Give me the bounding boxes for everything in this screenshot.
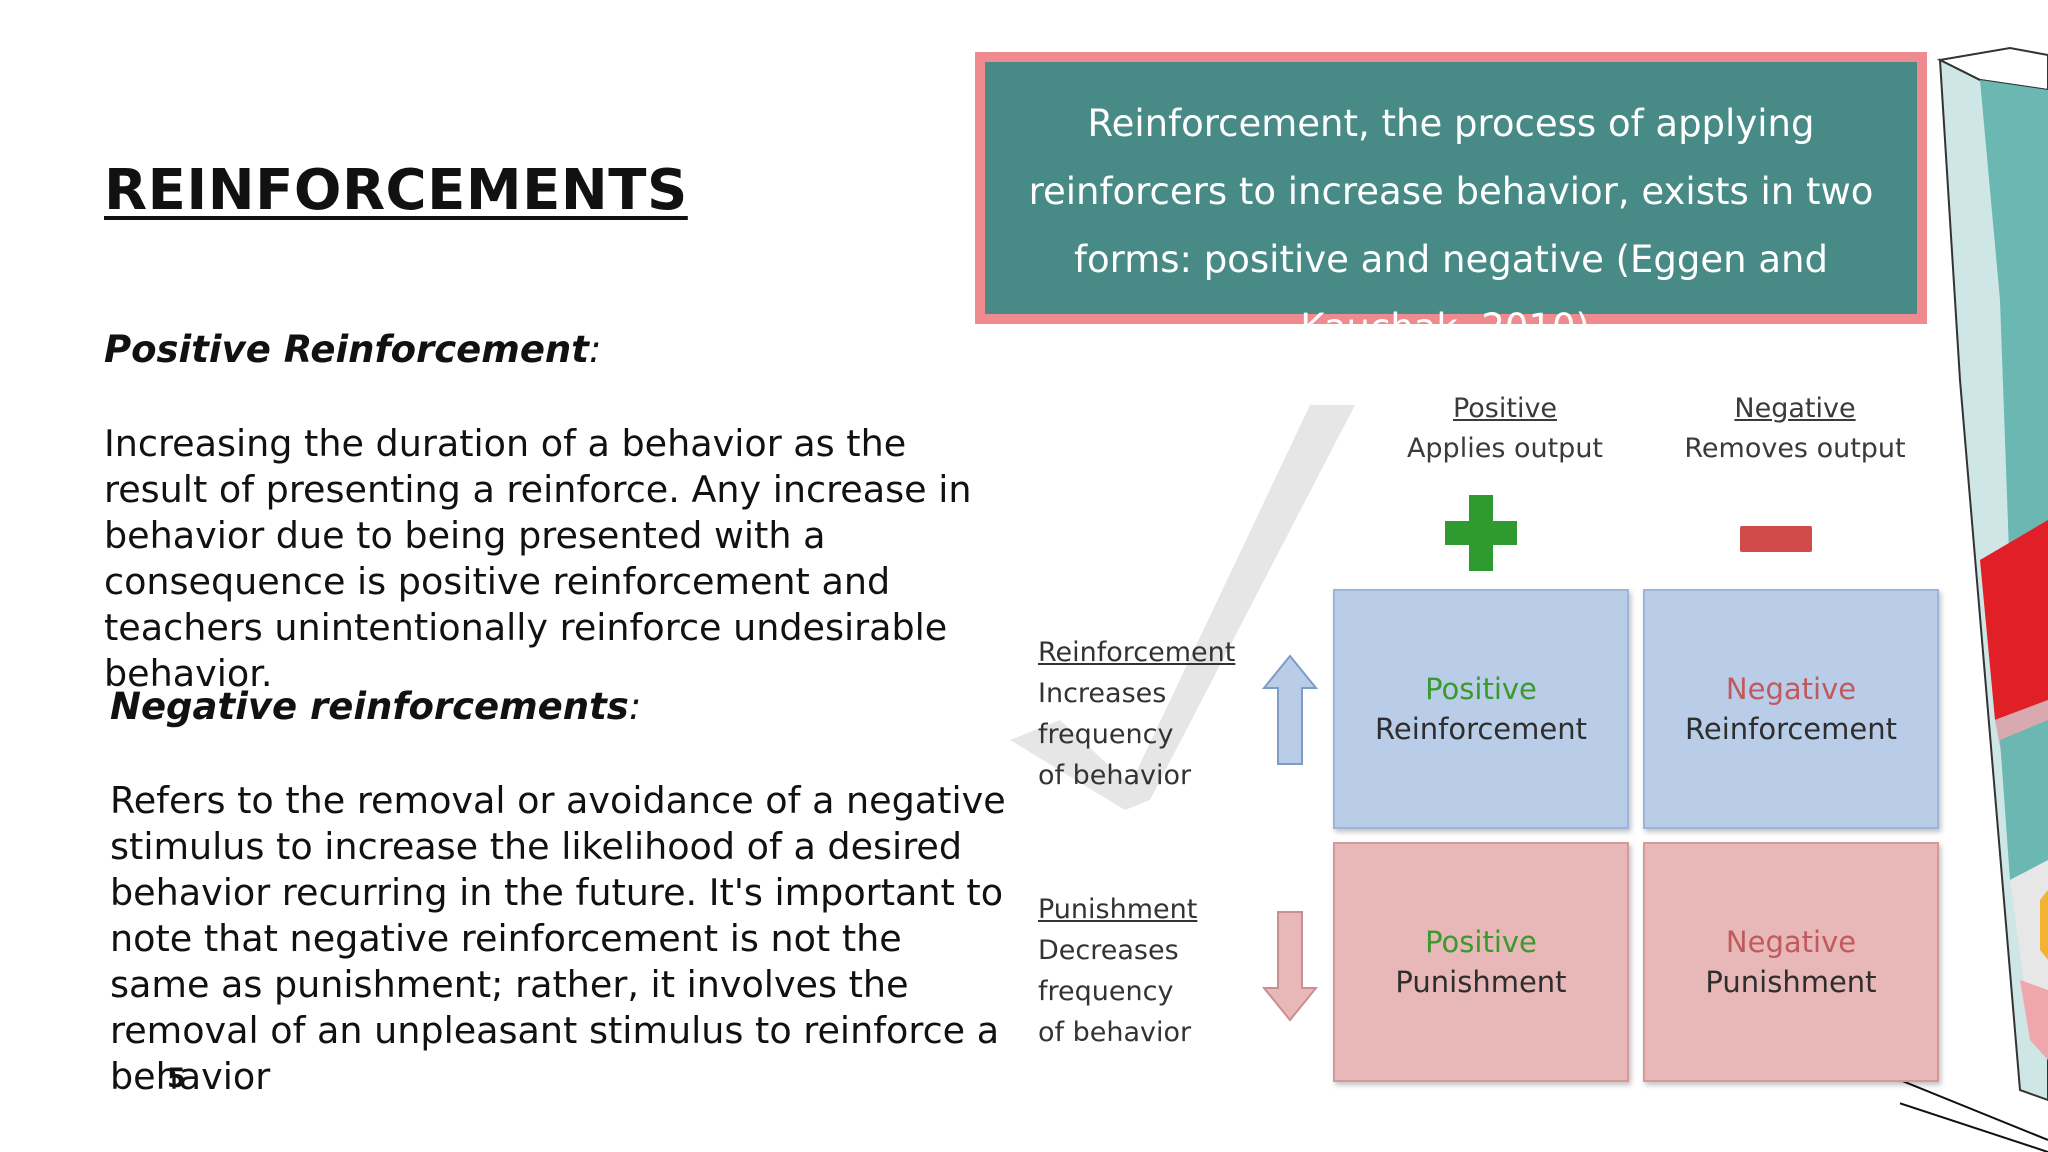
quote-text: Reinforcement, the process of applying r… bbox=[1028, 102, 1874, 349]
cell-positive-punishment-top: Positive bbox=[1425, 925, 1537, 959]
cell-negative-punishment-top: Negative bbox=[1725, 925, 1857, 959]
positive-heading-text: Positive Reinforcement bbox=[104, 328, 589, 371]
negative-body: Refers to the removal or avoidance of a … bbox=[110, 779, 1006, 1098]
row-reinforcement-line1: Increases bbox=[1038, 678, 1167, 709]
column-negative-title: Negative bbox=[1734, 393, 1856, 424]
row-reinforcement-line2: frequency bbox=[1038, 719, 1174, 750]
quote-box: Reinforcement, the process of applying r… bbox=[975, 52, 1927, 349]
negative-heading-colon: : bbox=[628, 685, 642, 728]
row-reinforcement-title: Reinforcement bbox=[1038, 637, 1236, 668]
column-positive-subtitle: Applies output bbox=[1406, 433, 1604, 464]
positive-heading-colon: : bbox=[588, 328, 602, 371]
row-reinforcement-line3: of behavior bbox=[1038, 760, 1192, 791]
row-punishment-line2: frequency bbox=[1038, 976, 1174, 1007]
cell-negative-reinforcement-bottom: Reinforcement bbox=[1685, 712, 1897, 746]
cell-negative-punishment: Negative Punishment bbox=[1643, 842, 1939, 1082]
cell-positive-punishment: Positive Punishment bbox=[1333, 842, 1629, 1082]
decorative-shapes bbox=[1900, 46, 2048, 1152]
column-negative-header: Negative Removes output bbox=[1665, 390, 1925, 470]
cell-positive-reinforcement-top: Positive bbox=[1425, 672, 1537, 706]
negative-heading: Negative reinforcements: bbox=[110, 685, 641, 728]
cell-negative-punishment-bottom: Punishment bbox=[1705, 965, 1877, 999]
positive-heading: Positive Reinforcement: bbox=[104, 328, 601, 371]
row-punishment-line3: of behavior bbox=[1038, 1017, 1192, 1048]
reinforcement-diagram: Positive Applies output Negative Removes… bbox=[1010, 380, 1970, 1100]
row-punishment-line1: Decreases bbox=[1038, 935, 1179, 966]
up-arrow-icon bbox=[1262, 654, 1318, 765]
row-punishment-label: Punishment Decreases frequency of behavi… bbox=[1038, 889, 1197, 1053]
cell-negative-reinforcement-top: Negative bbox=[1725, 672, 1857, 706]
cell-positive-reinforcement: Positive Reinforcement bbox=[1333, 589, 1629, 829]
cell-negative-reinforcement: Negative Reinforcement bbox=[1643, 589, 1939, 829]
cell-positive-punishment-bottom: Punishment bbox=[1395, 965, 1567, 999]
row-reinforcement-label: Reinforcement Increases frequency of beh… bbox=[1038, 632, 1235, 796]
down-arrow-icon bbox=[1262, 911, 1318, 1022]
row-punishment-title: Punishment bbox=[1038, 894, 1198, 925]
plus-icon bbox=[1445, 495, 1517, 571]
page-number: 5 bbox=[167, 1063, 186, 1094]
slide-title: REINFORCEMENTS bbox=[104, 158, 688, 223]
negative-heading-text: Negative reinforcements bbox=[110, 685, 629, 728]
column-positive-header: Positive Applies output bbox=[1380, 390, 1630, 470]
checkmark-icon bbox=[1010, 405, 1355, 810]
cell-positive-reinforcement-bottom: Reinforcement bbox=[1375, 712, 1587, 746]
column-negative-subtitle: Removes output bbox=[1684, 433, 1906, 464]
minus-icon bbox=[1740, 526, 1812, 552]
positive-body: Increasing the duration of a behavior as… bbox=[104, 422, 972, 695]
column-positive-title: Positive bbox=[1452, 393, 1558, 424]
